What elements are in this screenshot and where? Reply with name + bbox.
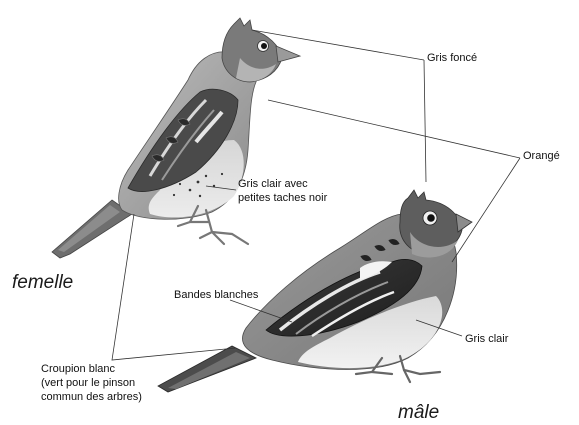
female-beak <box>276 46 300 62</box>
label-femelle: femelle <box>12 272 73 294</box>
label-croupion: Croupion blanc (vert pour le pinson comm… <box>41 362 142 404</box>
label-croupion-line1: Croupion blanc <box>41 362 142 376</box>
label-gris-clair-taches-line1: Gris clair avec <box>238 177 327 191</box>
label-gris-clair-taches: Gris clair avec petites taches noir <box>238 177 327 205</box>
female-bird <box>52 18 300 258</box>
label-croupion-line3: commun des arbres) <box>41 390 142 404</box>
male-beak <box>456 214 472 232</box>
label-gris-clair: Gris clair <box>465 333 508 346</box>
label-gris-clair-taches-line2: petites taches noir <box>238 191 327 205</box>
label-gris-fonce: Gris foncé <box>427 52 477 65</box>
label-orange: Orangé <box>523 150 560 163</box>
label-croupion-line2: (vert pour le pinson <box>41 376 142 390</box>
label-bandes-blanches: Bandes blanches <box>174 289 258 302</box>
label-male: mâle <box>398 402 439 424</box>
